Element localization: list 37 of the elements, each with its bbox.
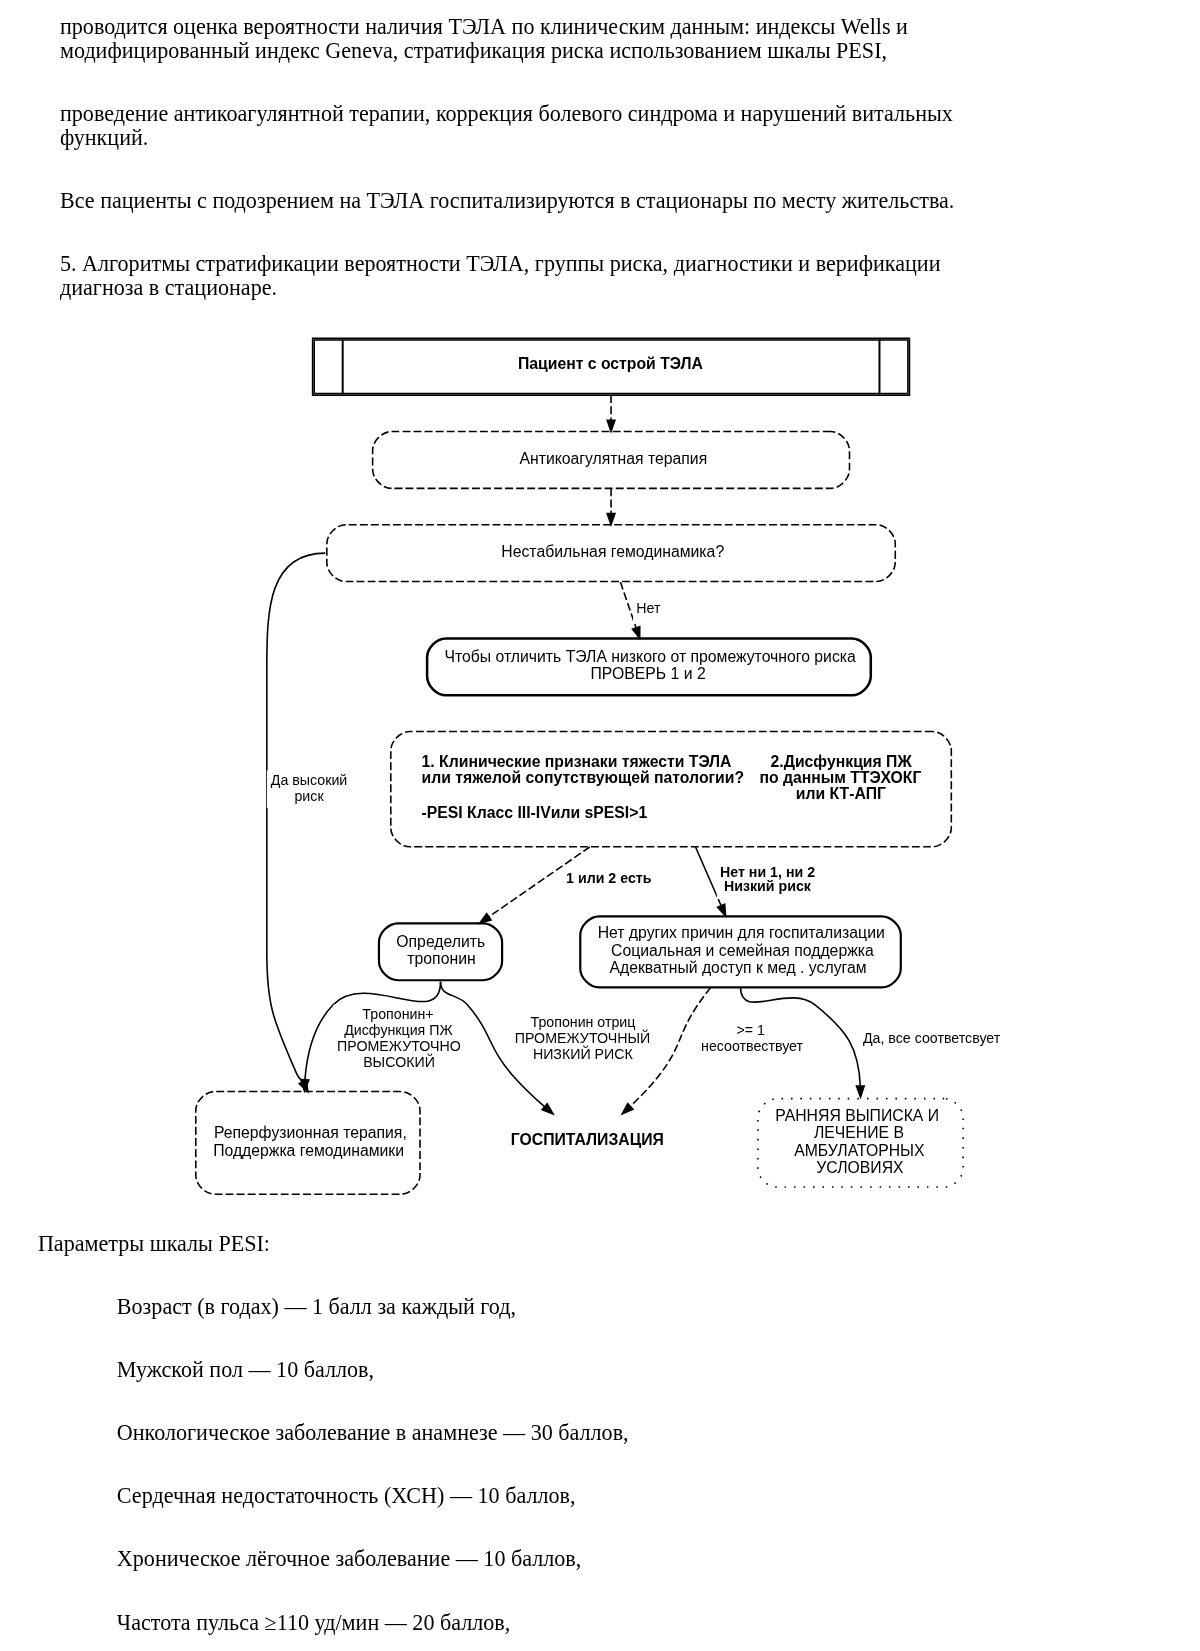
node-text: ГОСПИТАЛИЗАЦИЯ: [510, 1131, 664, 1149]
arrow: [606, 487, 617, 527]
node-box: 1. Клинические признаки тяжести ТЭЛА или тяжелой сопутствующей патологии? 2.Дисфункция ПЖ по данным ТТЭХОКГ или КТ-АПГ -PESI Класс III-IVили sPESI>1: [390, 730, 953, 848]
node-box: Чтобы отличить ТЭЛА низкого от промежуточного риска ПРОВЕРЬ 1 и 2: [425, 637, 873, 697]
label: Возраст (в годах) — 1 балл за каждый год,: [116, 1293, 517, 1319]
label: проведение антикоагулянтной терапии, коррекция болевого синдрома и нарушений витальных функций.: [60, 100, 953, 150]
arrow: [739, 986, 866, 1100]
edge-label: Да высокий риск: [270, 771, 348, 804]
label: Мужской пол — 10 баллов,: [116, 1356, 375, 1382]
node-box: Реперфузионная терапия, Поддержка гемодинамики: [195, 1090, 421, 1195]
node-box: Нестабильная гемодинамика?: [326, 523, 897, 583]
edge-label: Нет: [636, 600, 661, 617]
node-box: Нет других причин для госпитализации Социальная и семейная поддержка Адекватный доступ к мед . услугам: [579, 915, 902, 989]
edge-label: Да, все соответсвует: [862, 1029, 1001, 1046]
node-box: Антикоагулятная терапия: [371, 430, 851, 490]
label: Хроническое лёгочное заболевание — 10 баллов,: [116, 1546, 582, 1572]
arrow: [266, 552, 327, 1094]
label: Сердечная недостаточность (ХСН) — 10 баллов,: [116, 1483, 576, 1509]
node-box: РАННЯЯ ВЫПИСКА И ЛЕЧЕНИЕ В АМБУЛАТОРНЫХ УСЛОВИЯХ: [757, 1097, 964, 1188]
node-box: Определить тропонин: [377, 922, 504, 982]
arrow: [439, 981, 555, 1116]
label: Параметры шкалы PESI:: [37, 1230, 271, 1256]
label: Все пациенты с подозрением на ТЭЛА госпитализируются в стационары по месту жительства.: [60, 188, 955, 214]
arrow: [694, 846, 727, 919]
label: Онкологическое заболевание в анамнезе — 30 баллов,: [116, 1420, 629, 1446]
label: проводится оценка вероятности наличия ТЭЛА по клиническим данным: индексы Wells и модифицированный индекс Geneva, стратификация риска использованием шкалы PESI,: [60, 13, 908, 63]
edge-label: Тропонин+ Дисфункция ПЖ ПРОМЕЖУТОЧНО ВЫСОКИЙ: [337, 1006, 461, 1070]
edge-label: >= 1 несоотвествует: [701, 1022, 804, 1054]
label: Частота пульса ≥110 уд/мин — 20 баллов,: [116, 1609, 511, 1635]
arrow: [620, 986, 712, 1116]
arrow: [477, 846, 591, 925]
edge-label: Тропонин отриц ПРОМЕЖУТОЧНЫЙ НИЗКИЙ РИСК: [514, 1014, 651, 1062]
edge-label: Нет ни 1, ни 2 Низкий риск: [720, 864, 816, 895]
edge-label: 1 или 2 есть: [566, 870, 652, 887]
arrow: [606, 394, 617, 434]
arrow: [619, 581, 641, 641]
label: 5. Алгоритмы стратификации вероятности ТЭЛА, группы риска, диагностики и верификации диагноза в стационаре.: [60, 250, 941, 300]
